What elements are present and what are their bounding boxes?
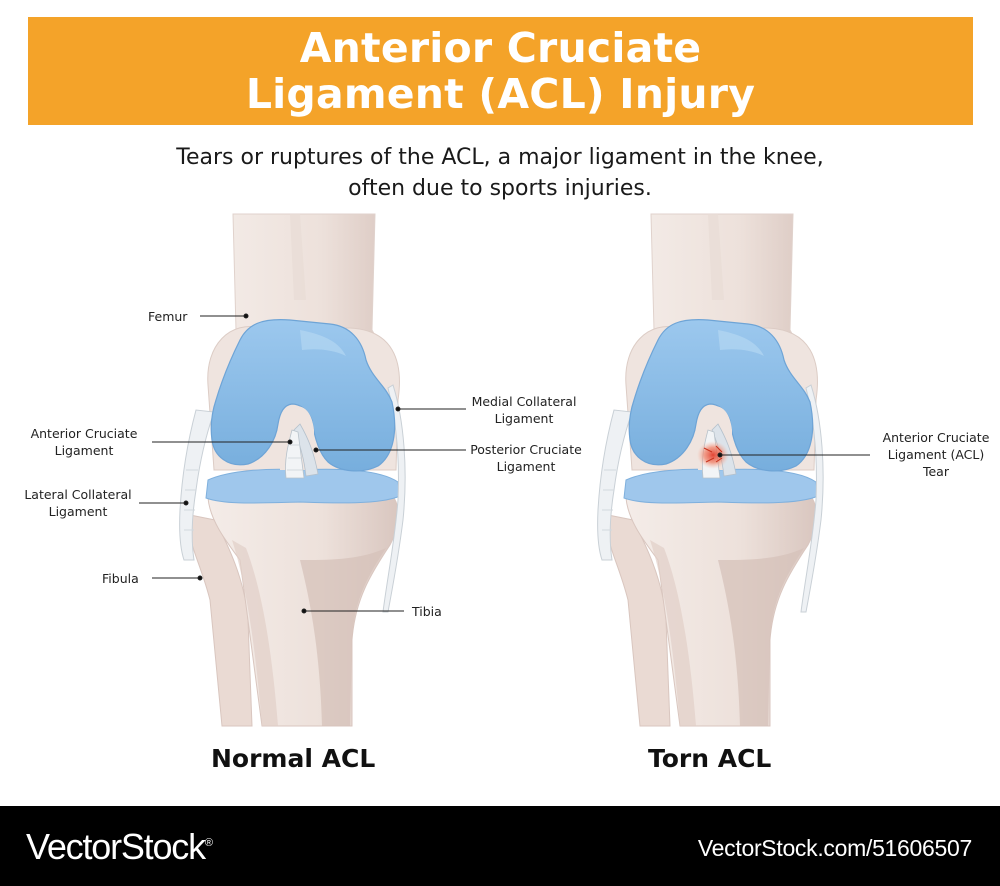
label-pcl-line-2: Ligament (496, 459, 556, 474)
watermark-logo: VectorStock® (26, 826, 213, 868)
tibia-leader-dot (301, 608, 307, 614)
watermark-logo-symbol: ® (204, 837, 213, 849)
normal-knee-illustration (179, 213, 406, 727)
torn-knee-illustration (597, 213, 824, 727)
label-lcl-line-1: Lateral Collateral (24, 487, 132, 502)
mcl-leader-dot (395, 406, 401, 412)
subtitle-line-1: Tears or ruptures of the ACL, a major li… (176, 145, 824, 170)
caption-normal-acl: Normal ACL (211, 744, 376, 773)
pcl-leader-dot (313, 447, 319, 453)
acl-leader-dot (287, 439, 293, 445)
label-acl-tear: Anterior Cruciate Ligament (ACL) Tear (872, 429, 1000, 480)
label-femur: Femur (148, 309, 188, 324)
title-line-1: Anterior Cruciate (299, 24, 702, 72)
label-tibia: Tibia (412, 604, 442, 619)
label-fibula: Fibula (102, 571, 139, 586)
label-acl-line-1: Anterior Cruciate (30, 426, 138, 441)
caption-torn-acl: Torn ACL (648, 744, 772, 773)
lcl-leader-dot (183, 500, 189, 506)
fibula-leader-dot (197, 575, 203, 581)
watermark-logo-text: VectorStock (26, 826, 206, 867)
tear-leader-dot (717, 452, 723, 458)
knee-diagrams (139, 213, 870, 727)
subtitle: Tears or ruptures of the ACL, a major li… (0, 142, 1000, 204)
label-posterior-cruciate-ligament: Posterior Cruciate Ligament (462, 441, 590, 475)
label-tear-line-1: Anterior Cruciate (882, 430, 990, 445)
label-mcl-line-2: Ligament (494, 411, 554, 426)
label-lcl-line-2: Ligament (48, 504, 108, 519)
label-tear-line-3: Tear (922, 464, 949, 479)
title-line-2: Ligament (ACL) Injury (245, 70, 756, 118)
title-banner: Anterior Cruciate Ligament (ACL) Injury (28, 17, 973, 125)
label-pcl-line-1: Posterior Cruciate (470, 442, 582, 457)
subtitle-line-2: often due to sports injuries. (348, 176, 652, 201)
label-anterior-cruciate-ligament: Anterior Cruciate Ligament (22, 425, 146, 459)
label-acl-line-2: Ligament (54, 443, 114, 458)
femur-leader-dot (243, 313, 249, 319)
label-mcl-line-1: Medial Collateral (471, 394, 577, 409)
label-lateral-collateral-ligament: Lateral Collateral Ligament (14, 486, 142, 520)
label-medial-collateral-ligament: Medial Collateral Ligament (462, 393, 586, 427)
watermark-url: VectorStock.com/51606507 (697, 835, 972, 861)
watermark-footer: VectorStock® VectorStock.com/51606507 (0, 806, 1000, 886)
label-tear-line-2: Ligament (ACL) (887, 447, 985, 462)
